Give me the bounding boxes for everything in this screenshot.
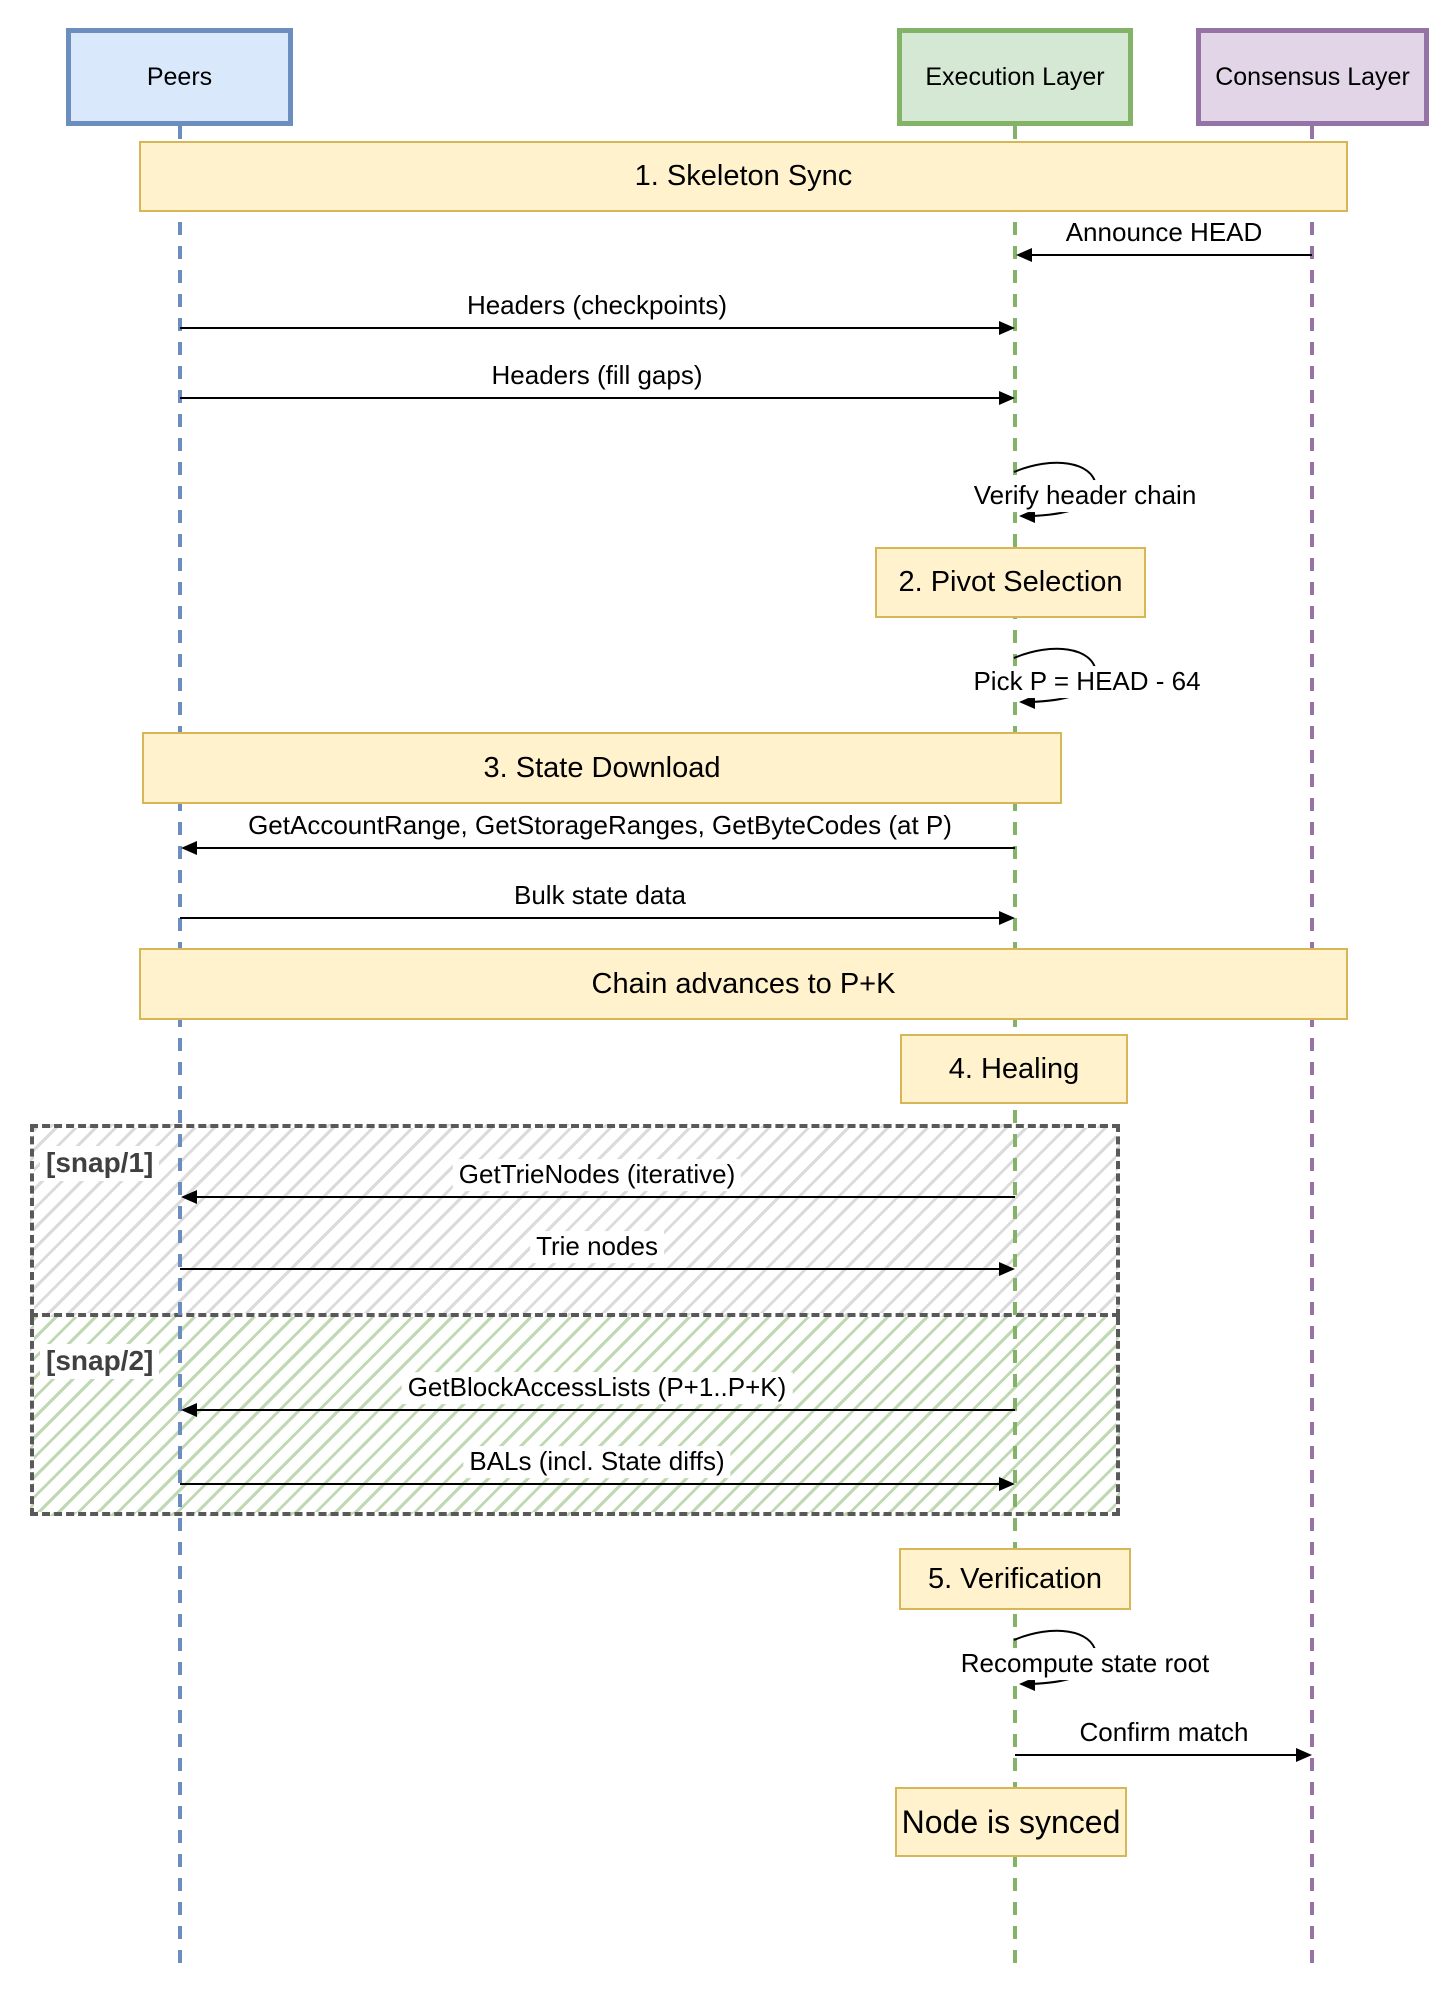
snap1-frame-label: [snap/1] [40,1146,160,1181]
get-block-access-lists-label: GetBlockAccessLists (P+1..P+K) [401,1372,793,1404]
get-account-range-arrow [181,841,1015,855]
snap2-frame-label: [snap/2] [40,1344,160,1379]
banner-pivot-selection: 2. Pivot Selection [875,547,1146,618]
get-block-access-lists-arrow [181,1403,1015,1417]
headers-checkpoints-arrow [180,321,1015,335]
headers-fill-gaps-arrow [180,391,1015,405]
actor-consensus-layer: Consensus Layer [1196,28,1429,126]
confirm-match-label: Confirm match [1073,1717,1255,1749]
bulk-state-data-label: Bulk state data [508,880,692,912]
recompute-state-root-label: Recompute state root [954,1648,1216,1680]
pick-pivot-label: Pick P = HEAD - 64 [967,666,1207,698]
banner-healing: 4. Healing [900,1034,1128,1104]
snap2-frame [30,1317,1120,1516]
bulk-state-data-arrow [180,911,1015,925]
trie-nodes-arrow [180,1262,1015,1276]
actor-peers: Peers [66,28,293,126]
actor-execution-layer: Execution Layer [897,28,1133,126]
announce-head-label: Announce HEAD [1059,217,1269,249]
get-account-range-label: GetAccountRange, GetStorageRanges, GetBy… [242,810,958,842]
banner-state-download: 3. State Download [142,732,1062,804]
bals-label: BALs (incl. State diffs) [463,1446,731,1478]
bals-arrow [180,1477,1015,1491]
trie-nodes-label: Trie nodes [530,1231,664,1263]
verify-header-chain-label: Verify header chain [967,480,1203,512]
get-trie-nodes-arrow [181,1190,1015,1204]
announce-head-arrow [1016,248,1312,262]
headers-fill-gaps-label: Headers (fill gaps) [485,360,709,392]
confirm-match-arrow [1015,1748,1312,1762]
banner-verification: 5. Verification [899,1548,1131,1610]
headers-checkpoints-label: Headers (checkpoints) [460,290,734,322]
banner-skeleton-sync: 1. Skeleton Sync [139,141,1348,212]
banner-node-synced: Node is synced [895,1787,1127,1857]
get-trie-nodes-label: GetTrieNodes (iterative) [452,1159,742,1191]
snap1-frame [30,1124,1120,1317]
banner-chain-advances: Chain advances to P+K [139,948,1348,1020]
